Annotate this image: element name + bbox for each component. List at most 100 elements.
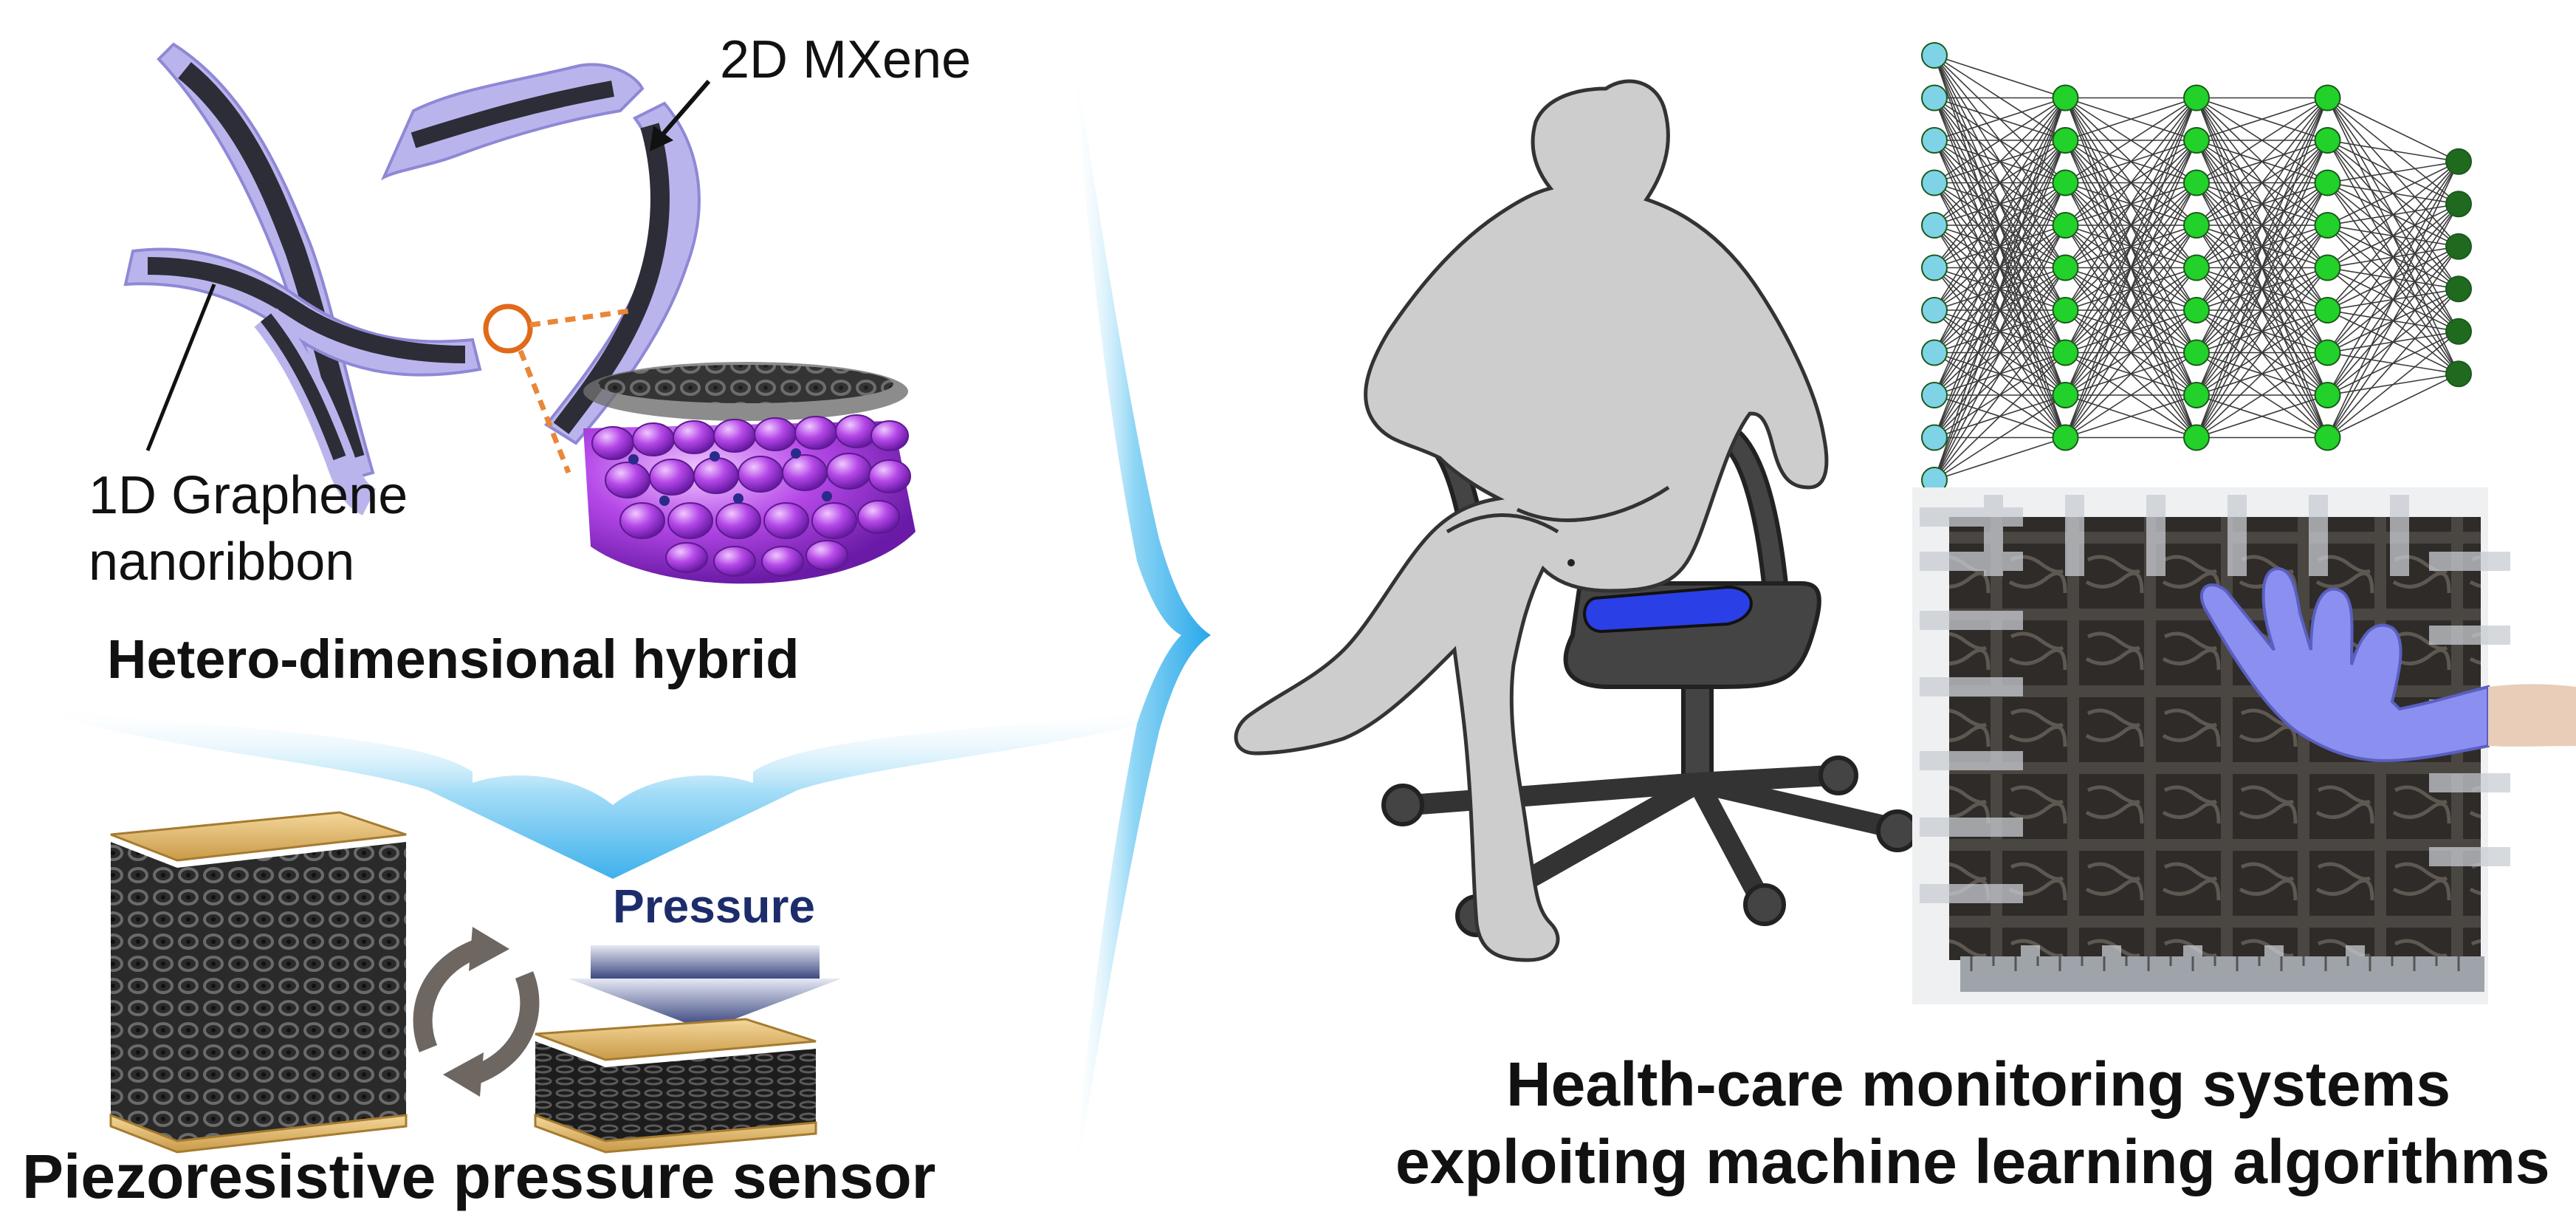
nn-edge [2064, 182, 2197, 438]
nn-hidden-node [2183, 127, 2210, 154]
nn-edge [2196, 97, 2329, 226]
nn-edge [1934, 97, 2067, 438]
nn-edge [2064, 97, 2197, 396]
nn-edge [2064, 97, 2197, 438]
nn-input-node [1921, 212, 1948, 239]
mxene-flakes-illustration [123, 42, 701, 515]
pressure-arrow-icon [569, 945, 842, 1030]
sensor-mat-photo [1912, 487, 2576, 1004]
nn-edge [1934, 267, 2067, 481]
nn-hidden-node [2314, 297, 2341, 323]
nn-edge [2327, 160, 2459, 184]
nn-edge [2064, 309, 2197, 439]
nn-hidden-node [2314, 339, 2341, 366]
nn-hidden-node [2314, 424, 2341, 451]
nn-hidden-node [2314, 382, 2341, 408]
graphene-label-line1: 1D Graphene [89, 466, 408, 525]
nn-edge [2064, 225, 2197, 438]
nn-edge [1934, 309, 2067, 481]
graphene-pointer-line [145, 284, 216, 451]
nn-edge [2064, 267, 2197, 438]
nn-hidden-node [2052, 254, 2079, 281]
nn-input-node [1921, 339, 1948, 366]
nn-edge [2326, 288, 2459, 439]
nn-edge [2064, 97, 2197, 268]
pressure-label: Pressure [613, 880, 815, 933]
seat-cushion [1583, 585, 1753, 634]
nn-edge [1934, 97, 2067, 311]
nn-hidden-node [2052, 297, 2079, 323]
nn-edge [2196, 97, 2329, 353]
nn-hidden-node [2052, 382, 2079, 408]
nn-edge [1934, 97, 2067, 268]
healthcare-caption-line1: Health-care monitoring systems [1506, 1049, 2451, 1119]
nn-edge [2064, 97, 2197, 311]
nn-hidden-node [2183, 84, 2210, 112]
nn-edge [2064, 97, 2197, 353]
nn-edge [1934, 97, 2066, 184]
nn-edge [2064, 97, 2197, 226]
nn-edge [2326, 203, 2459, 438]
nn-edge [2326, 331, 2459, 439]
mxene-label: 2D MXene [720, 30, 972, 89]
nn-output-node [2445, 233, 2472, 260]
nn-hidden-node [2314, 127, 2341, 154]
nn-hidden-node [2183, 212, 2210, 239]
nn-hidden-node [2183, 424, 2210, 451]
nn-edge [1934, 97, 2066, 141]
nn-hidden-node [2183, 254, 2210, 281]
nn-edge [1934, 97, 2067, 226]
nn-edge [2196, 97, 2329, 438]
hybrid-label: Hetero-dimensional hybrid [107, 628, 800, 690]
nn-hidden-node [2052, 84, 2079, 112]
nn-edge [2065, 352, 2197, 439]
nn-edge [2196, 97, 2328, 141]
nn-edge [2065, 97, 2197, 184]
nn-hidden-node [2052, 212, 2079, 239]
nn-edge [1934, 182, 2067, 481]
nn-hidden-node [2314, 254, 2341, 281]
nn-hidden-node [2183, 339, 2210, 366]
nn-edge [1934, 352, 2067, 481]
nn-hidden-node [2314, 212, 2341, 239]
nn-edge [2327, 140, 2459, 162]
nn-edge [2196, 394, 2328, 439]
nn-edge [2196, 140, 2329, 438]
cycle-arrows-icon [413, 939, 540, 1084]
nn-edge [2196, 352, 2328, 439]
nn-edge [2196, 97, 2329, 268]
nn-hidden-node [2052, 169, 2079, 196]
nn-hidden-node [2314, 84, 2341, 112]
nn-edge [2065, 97, 2197, 141]
nn-edge [1934, 97, 2067, 481]
nn-edge [2326, 246, 2459, 438]
nn-edge [2326, 161, 2459, 438]
nn-hidden-node [2314, 169, 2341, 196]
sensor-cube-compressed [534, 1018, 817, 1154]
nn-edge [2326, 161, 2459, 311]
nn-input-node [1921, 297, 1948, 323]
nn-hidden-node [2183, 297, 2210, 323]
nn-edge [1934, 97, 2067, 396]
nn-edge [2196, 97, 2329, 311]
neural-network-edges [1934, 55, 2459, 481]
nn-edge [2196, 267, 2329, 438]
sensor-cube-uncompressed [109, 811, 408, 1154]
healthcare-caption-line2: exploiting machine learning algorithms [1395, 1127, 2550, 1196]
nn-edge [2064, 140, 2197, 438]
nn-input-node [1921, 382, 1948, 408]
down-flow-arrow [30, 705, 1196, 879]
nn-edge [1934, 394, 2066, 481]
mxene-pointer-arrow [659, 80, 711, 138]
atomic-structure-inset [583, 362, 916, 584]
nn-output-node [2445, 275, 2472, 303]
nn-edge [1934, 436, 2066, 481]
nn-output-node [2445, 318, 2472, 345]
nn-edge [2196, 97, 2328, 184]
nn-edge [2327, 373, 2459, 439]
nn-output-node [2445, 191, 2472, 218]
nn-input-node [1921, 254, 1948, 281]
sensor-caption: Piezoresistive pressure sensor [22, 1142, 936, 1211]
nn-output-node [2445, 360, 2472, 388]
